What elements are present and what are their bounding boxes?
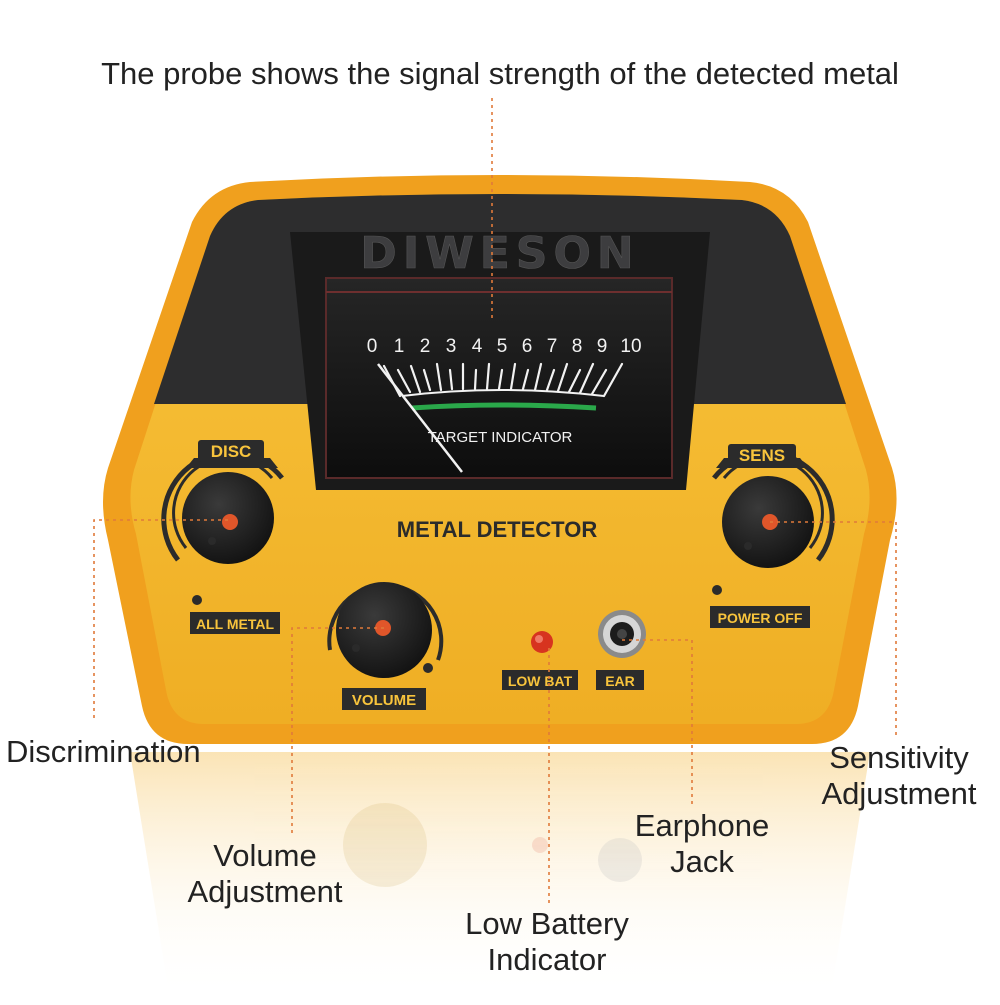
earphone-jack[interactable]: EAR: [596, 610, 646, 690]
meter-scale: 0 1 2 3 4 5 6 7 8 9 10: [367, 336, 642, 357]
ear-label: EAR: [605, 673, 635, 689]
disc-control[interactable]: DISC ALL METAL: [161, 440, 284, 634]
probe-caption: The probe shows the signal strength of t…: [101, 56, 899, 91]
sens-bottom-label: POWER OFF: [718, 610, 803, 626]
earphone-caption: Earphone Jack: [634, 808, 770, 879]
disc-knob-dot: [222, 514, 238, 530]
volume-caption: Volume Adjustment: [187, 838, 343, 909]
meter-needle: [377, 363, 463, 473]
disc-bottom-label: ALL METAL: [196, 616, 274, 632]
sens-top-label: SENS: [739, 446, 785, 465]
meter-scale-number: 2: [420, 336, 431, 357]
callout-leaders: [93, 98, 897, 904]
meter-ticks: [382, 362, 624, 398]
low-battery-indicator: LOW BAT: [502, 631, 578, 690]
meter-scale-number: 1: [394, 336, 405, 357]
volume-control[interactable]: VOLUME: [327, 582, 444, 710]
low-bat-label: LOW BAT: [508, 673, 573, 689]
meter-scale-number: 8: [572, 336, 583, 357]
meter-scale-number: 4: [472, 336, 483, 357]
sensitivity-caption: Sensitivity Adjustment: [821, 740, 977, 811]
brand-watermark: DIWESON: [360, 228, 639, 279]
meter-scale-number: 3: [446, 336, 457, 357]
meter-scale-number: 7: [547, 336, 558, 357]
sens-control[interactable]: SENS POWER OFF: [710, 444, 835, 628]
discrimination-caption: Discrimination: [6, 734, 201, 769]
volume-label: VOLUME: [352, 692, 416, 709]
meter-green-band: [411, 402, 597, 411]
meter-label: TARGET INDICATOR: [428, 429, 573, 446]
battery-caption: Low Battery Indicator: [465, 906, 629, 977]
meter-scale-number: 0: [367, 336, 378, 357]
meter-scale-number: 6: [522, 336, 533, 357]
disc-top-label: DISC: [211, 442, 252, 461]
meter-face: [325, 277, 673, 479]
meter-scale-number: 9: [597, 336, 608, 357]
reflection: [130, 752, 870, 1000]
meter-scale-number: 10: [620, 336, 641, 357]
device-title: METAL DETECTOR: [397, 517, 598, 542]
meter-scale-number: 5: [497, 336, 508, 357]
